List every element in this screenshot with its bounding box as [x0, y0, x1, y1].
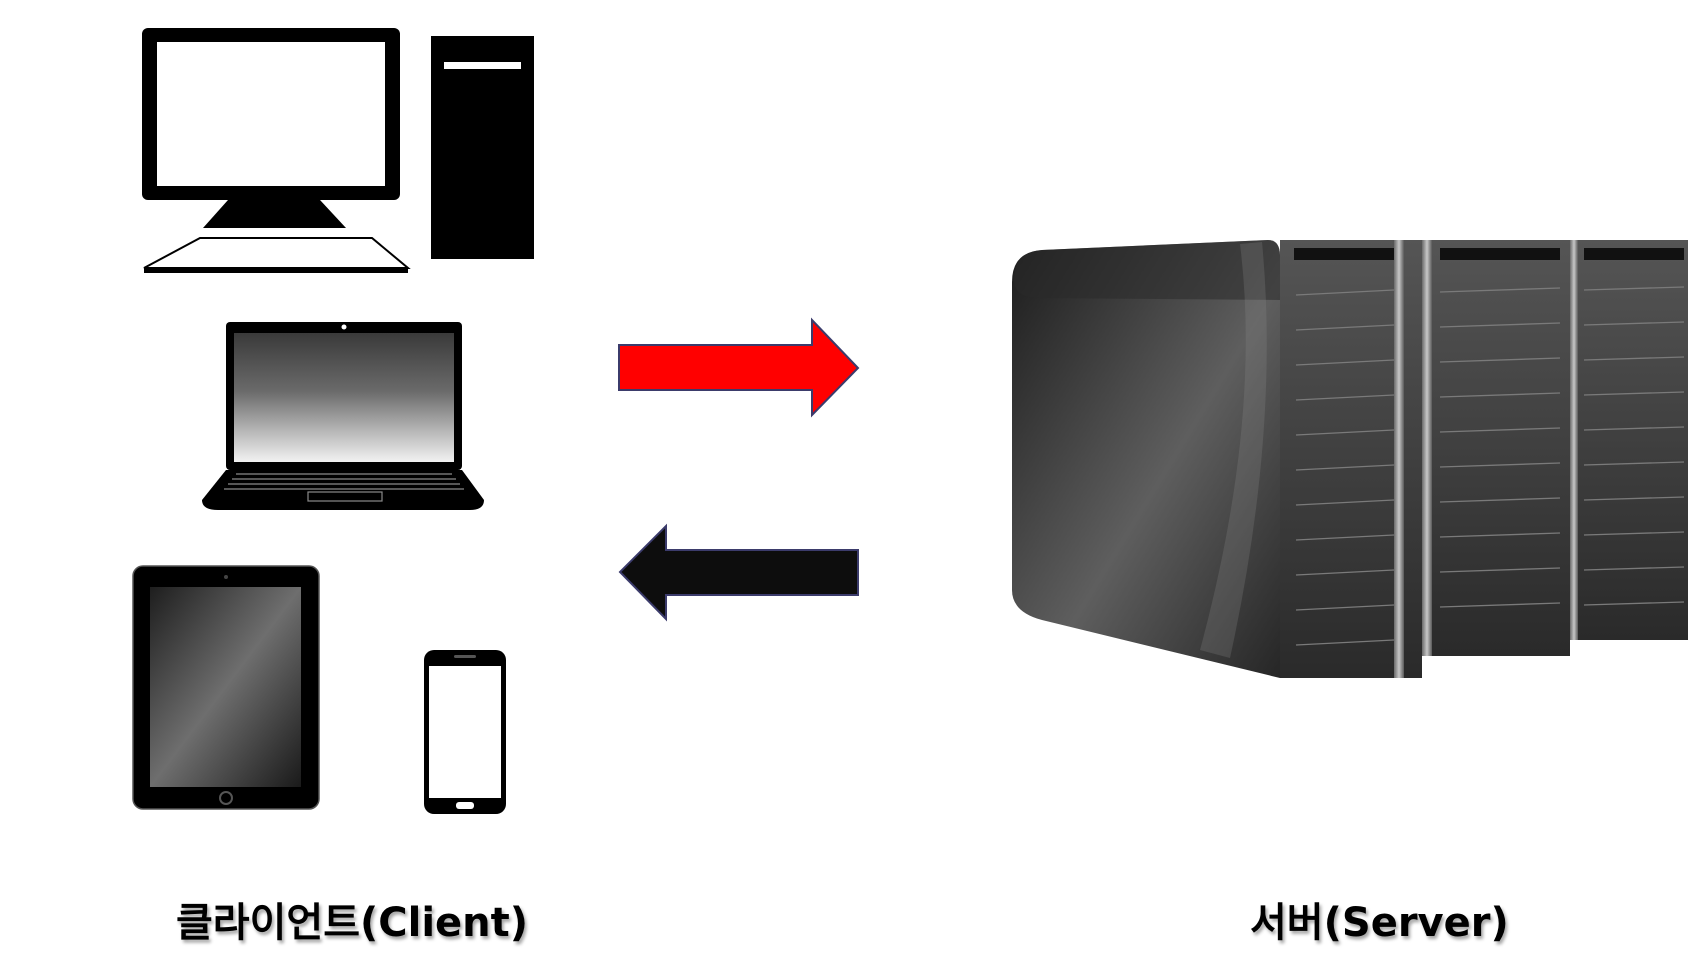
- tablet-icon: [132, 565, 320, 810]
- response-arrow-icon: [618, 523, 859, 622]
- server-unit-3: [1570, 240, 1688, 640]
- server-label: 서버(Server): [1250, 900, 1509, 946]
- keyboard-icon: [143, 237, 411, 273]
- laptop-icon: [202, 322, 484, 510]
- request-arrow-icon: [618, 317, 860, 418]
- client-label: 클라이언트(Client): [176, 900, 529, 946]
- smartphone-icon: [424, 650, 506, 814]
- desktop-monitor-icon: [142, 28, 400, 228]
- server-unit-1: [1280, 240, 1422, 678]
- server-rack-icon: [1012, 240, 1688, 678]
- tower-pc-icon: [431, 36, 534, 259]
- server-unit-2: [1422, 240, 1570, 656]
- server-side-panel: [1012, 240, 1280, 678]
